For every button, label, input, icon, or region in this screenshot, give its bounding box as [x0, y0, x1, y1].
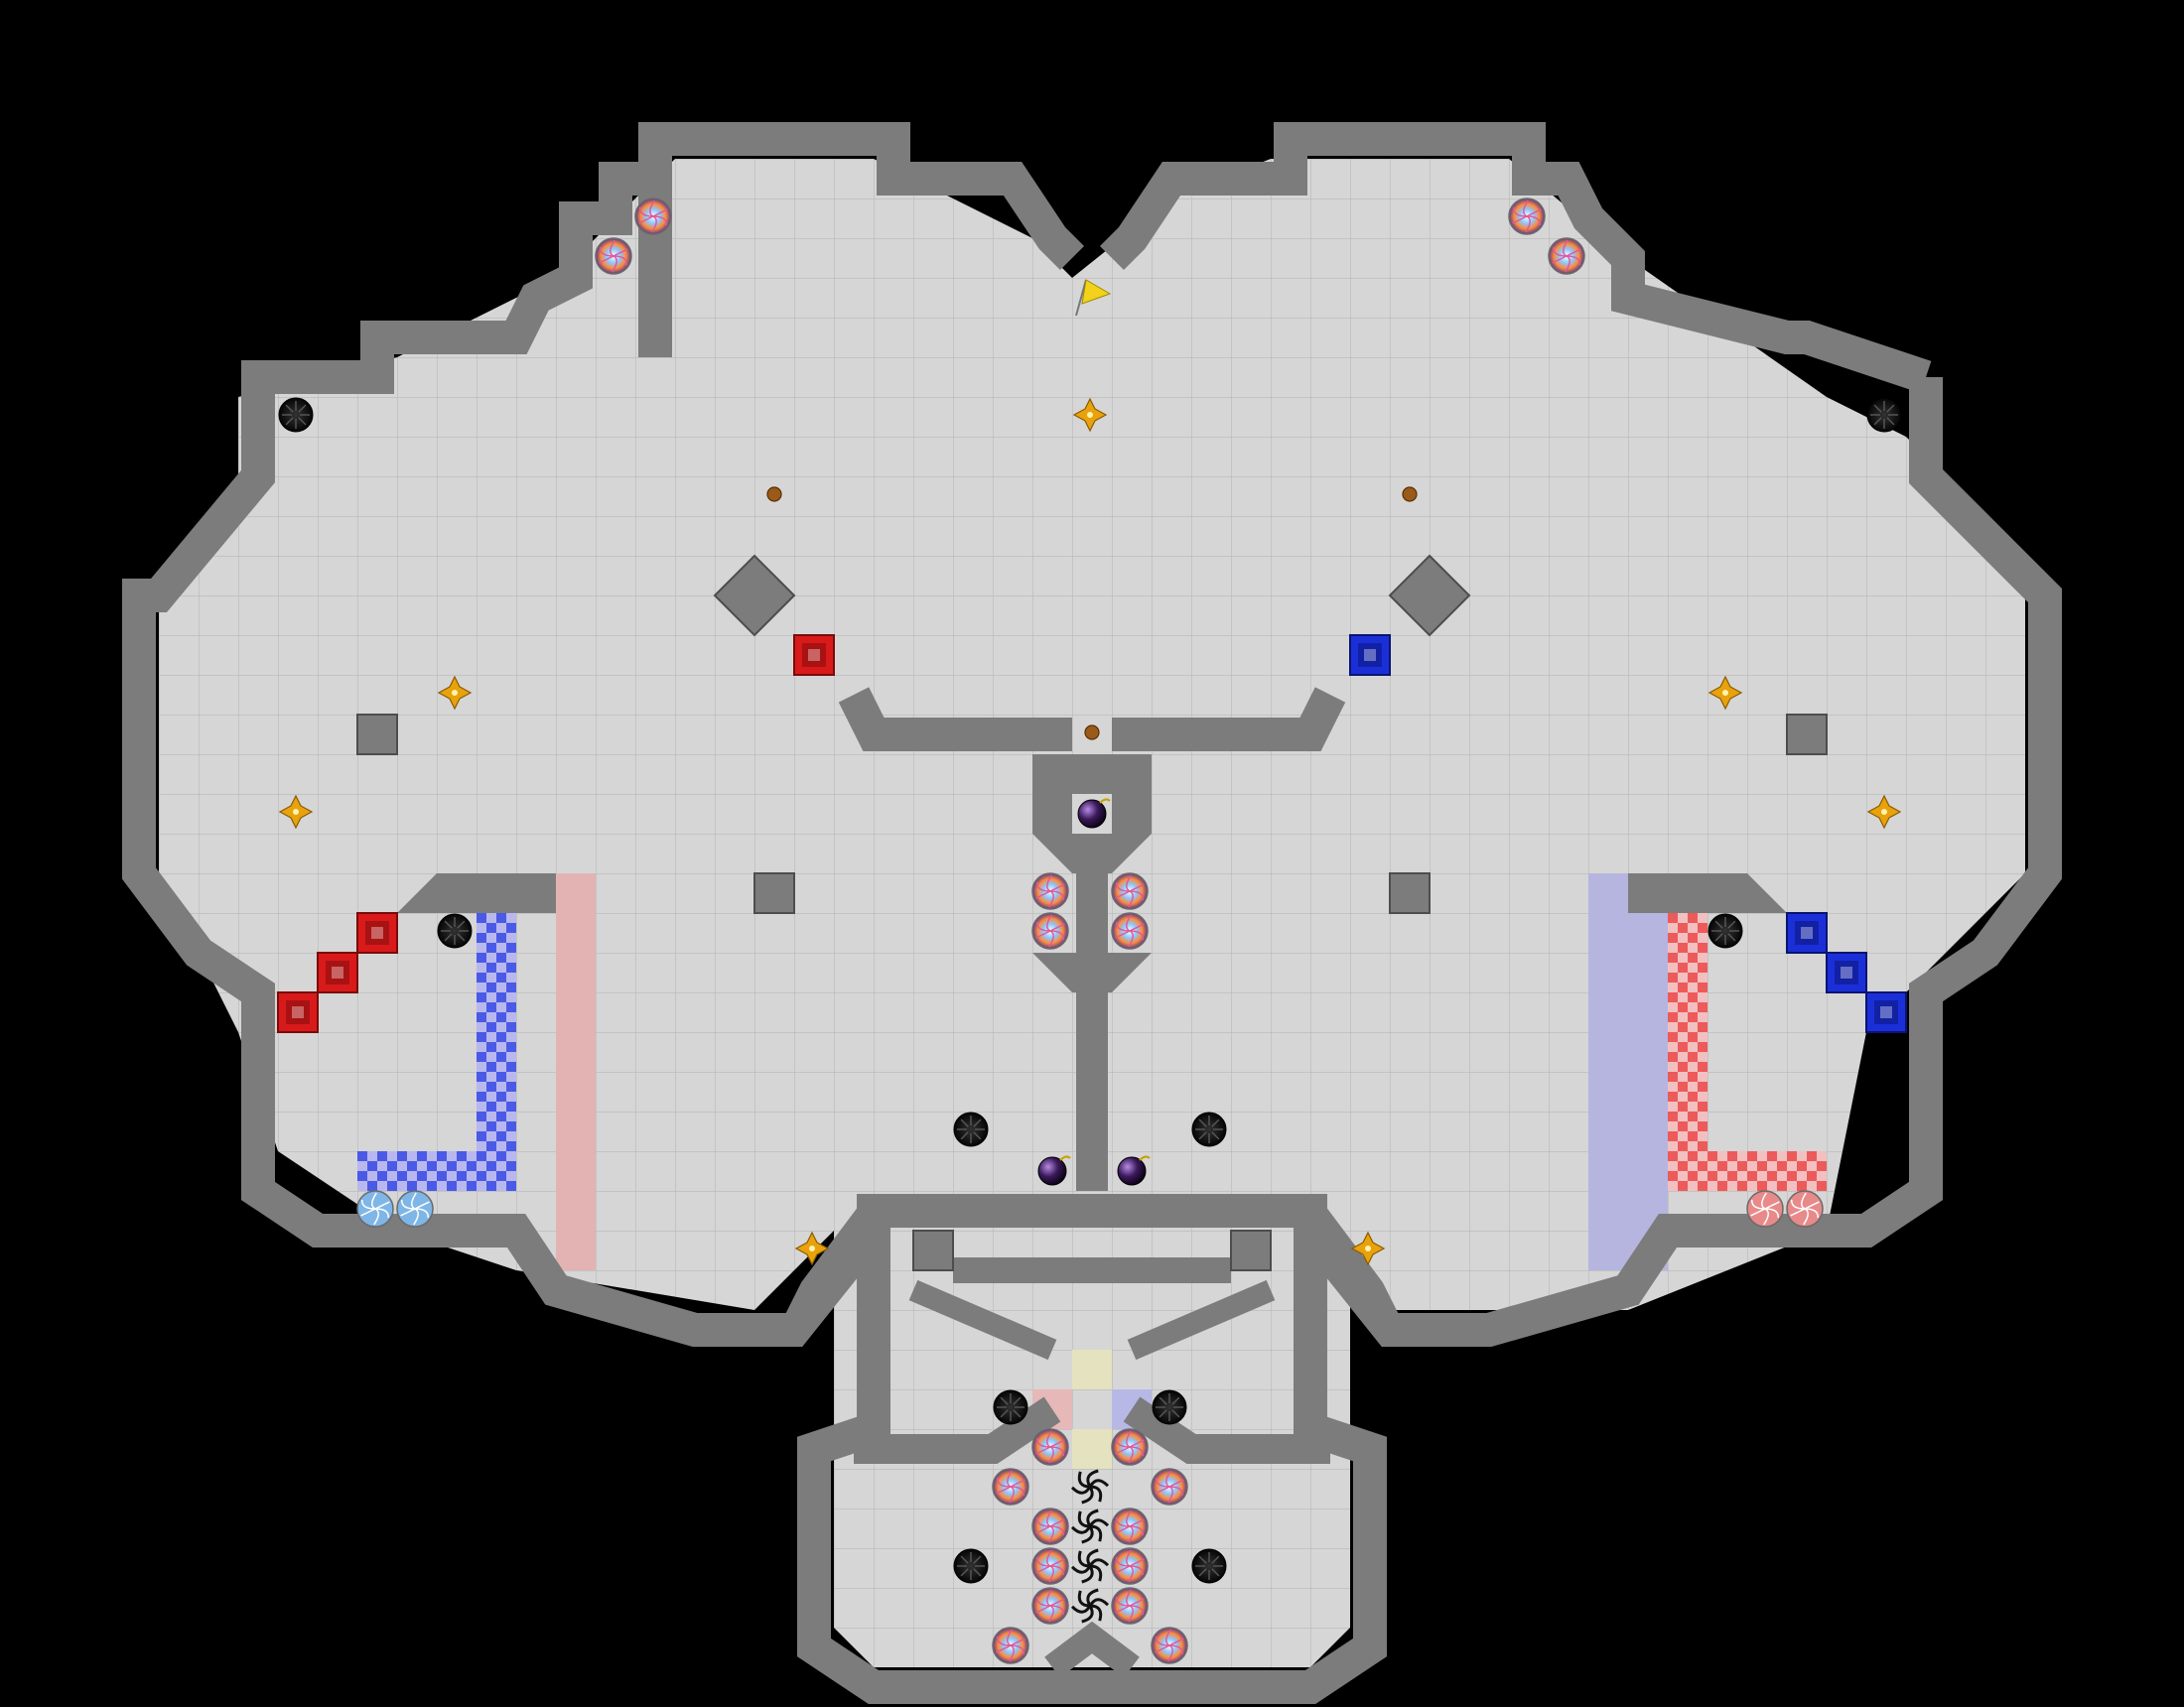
boost-icon	[1072, 397, 1108, 433]
portal-icon	[1151, 1468, 1188, 1506]
vortex-icon	[1070, 1509, 1110, 1544]
wall-lower-left-arm	[780, 1202, 886, 1337]
wall-lower-right-arm	[1298, 1202, 1404, 1337]
portal-icon	[356, 1190, 394, 1228]
walls	[122, 122, 2062, 1704]
red-checker-right-horizontal	[1668, 1151, 1827, 1191]
red-zone-left	[556, 873, 596, 1270]
wall-lower-chamber	[797, 1231, 1387, 1704]
portal-icon	[1031, 872, 1069, 910]
wall-center-bar-right	[1112, 687, 1346, 751]
portal-icon	[1786, 1190, 1824, 1228]
wall-outer-right	[1297, 377, 2062, 1347]
blue-checker-left-horizontal	[357, 1151, 516, 1191]
wall-stub-left	[912, 1230, 954, 1271]
wall-outer-top-right	[1099, 122, 1932, 394]
portal-icon	[1151, 1627, 1188, 1664]
portal-icon	[1031, 1587, 1069, 1625]
portal-icon	[1111, 1508, 1149, 1545]
wall-block-right	[1786, 714, 1828, 755]
portal-icon	[992, 1468, 1029, 1506]
vortex-icon	[1070, 1588, 1110, 1624]
red-gate-icon	[317, 952, 358, 993]
bomb-icon	[1117, 1155, 1151, 1186]
boost-icon	[1350, 1231, 1386, 1266]
portal-icon	[1548, 237, 1585, 275]
wall-diamond-right	[1388, 554, 1471, 637]
portal-icon	[1111, 872, 1149, 910]
bomb-icon	[1037, 1155, 1071, 1186]
wall-lower-v-left	[908, 1279, 1057, 1361]
blue-checker-left-vertical	[477, 913, 516, 1191]
spike-icon	[1866, 397, 1902, 433]
wall-block-mid-right	[1389, 872, 1431, 914]
yellow-flag-icon	[1075, 279, 1112, 317]
wall-center-spine	[1076, 873, 1108, 1191]
wall-center-neck	[1032, 834, 1152, 873]
portal-icon	[1031, 1428, 1069, 1466]
bomb-icon	[1077, 798, 1111, 829]
wall-lower-inner	[854, 1396, 1061, 1464]
blue-gate-icon	[1349, 634, 1391, 676]
wall-center-bar	[838, 687, 1072, 751]
red-gate-icon	[277, 991, 319, 1033]
spike-icon	[1152, 1389, 1187, 1425]
boost-icon	[437, 675, 473, 711]
blue-gate-icon	[1865, 991, 1907, 1033]
portal-icon	[1031, 1508, 1069, 1545]
spike-icon	[953, 1112, 989, 1147]
zones	[357, 873, 1827, 1469]
portal-icon	[1746, 1190, 1784, 1228]
wall-stub-right	[1230, 1230, 1272, 1271]
wall-bottom-bump	[1044, 1621, 1140, 1678]
red-checker-right-vertical	[1668, 913, 1707, 1191]
vortex-icon	[1070, 1548, 1110, 1584]
wall-outer-left	[122, 162, 1327, 1347]
boost-icon	[1866, 794, 1902, 830]
blue-gate-icon	[1826, 952, 1867, 993]
portal-icon	[992, 1627, 1029, 1664]
blue-zone-right	[1588, 873, 1668, 1270]
spike-icon	[1191, 1112, 1227, 1147]
boost-icon	[1707, 675, 1743, 711]
wall-lower-inner-right	[1123, 1396, 1330, 1464]
portal-icon	[1111, 1587, 1149, 1625]
portal-icon	[1031, 912, 1069, 950]
wall-block-left	[356, 714, 398, 755]
button-icon	[766, 486, 782, 502]
wall-ledge-right	[1628, 873, 1787, 913]
spike-icon	[993, 1389, 1028, 1425]
neutral-tile-mid	[1072, 1429, 1112, 1469]
portal-icon	[1111, 912, 1149, 950]
portal-icon	[1508, 197, 1546, 235]
wall-block-mid-left	[753, 872, 795, 914]
spike-icon	[278, 397, 314, 433]
wall-center-mid-cap	[1032, 953, 1152, 992]
spike-icon	[1707, 913, 1743, 949]
boost-icon	[794, 1231, 830, 1266]
portal-icon	[1111, 1428, 1149, 1466]
vortex-icon	[1070, 1469, 1110, 1505]
spike-icon	[953, 1548, 989, 1584]
spike-icon	[437, 913, 473, 949]
portal-icon	[595, 237, 632, 275]
button-icon	[1402, 486, 1418, 502]
blue-gate-icon	[1786, 912, 1828, 954]
boost-icon	[278, 794, 314, 830]
neutral-tile-top	[1072, 1350, 1112, 1389]
portal-icon	[1111, 1547, 1149, 1585]
portal-icon	[1031, 1547, 1069, 1585]
red-gate-icon	[356, 912, 398, 954]
wall-outer-top-left	[638, 122, 1085, 357]
red-gate-icon	[793, 634, 835, 676]
spike-icon	[1191, 1548, 1227, 1584]
portal-icon	[634, 197, 672, 235]
button-icon	[1084, 724, 1100, 740]
wall-diamond-left	[713, 554, 796, 637]
wall-lower-v-right	[1127, 1279, 1276, 1361]
wall-ledge-left	[397, 873, 556, 913]
portal-icon	[396, 1190, 434, 1228]
